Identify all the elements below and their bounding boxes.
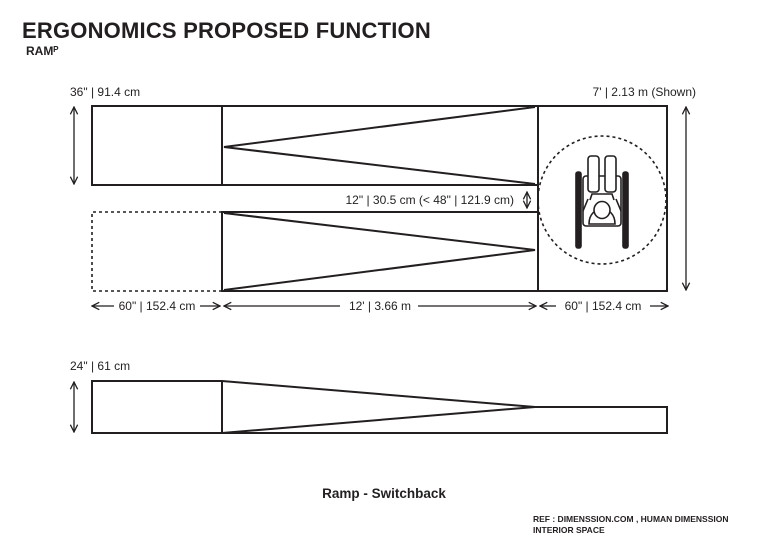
turning-circle [537,135,667,265]
right-landing-dimension-label: 60" | 152.4 cm [565,299,642,313]
run-dimension-label: 12' | 3.66 m [349,299,411,313]
wheelchair-user-icon [575,155,629,249]
page-title: ERGONOMICS PROPOSED FUNCTION [22,18,431,43]
upper-ramp-outline [91,105,539,186]
lower-ramp-outline [221,211,539,292]
gap-dimension-label: 12" | 30.5 cm (< 48" | 121.9 cm) [346,193,515,207]
reference-line-2: INTERIOR SPACE [533,525,605,535]
upper-ramp-slope [223,106,536,185]
height-dimension-label: 24" | 61 cm [70,359,130,373]
section-outline [91,380,668,434]
page-subtitle: RAMᴾ [26,44,59,58]
diagram-caption: Ramp - Switchback [322,486,446,501]
width-dimension-label: 36" | 91.4 cm [70,85,140,99]
reference-line-1: REF : DIMENSSION.COM , HUMAN DIMENSSION [533,514,729,524]
lower-ramp-slope [223,212,536,291]
turning-landing [537,105,668,292]
reference-note: REF : DIMENSSION.COM , HUMAN DIMENSSION … [533,514,729,536]
left-landing-dimension-label: 60" | 152.4 cm [119,299,196,313]
depth-dimension-label: 7' | 2.13 m (Shown) [593,85,696,99]
lower-landing-dashed [91,211,222,292]
section-slope [221,406,536,434]
